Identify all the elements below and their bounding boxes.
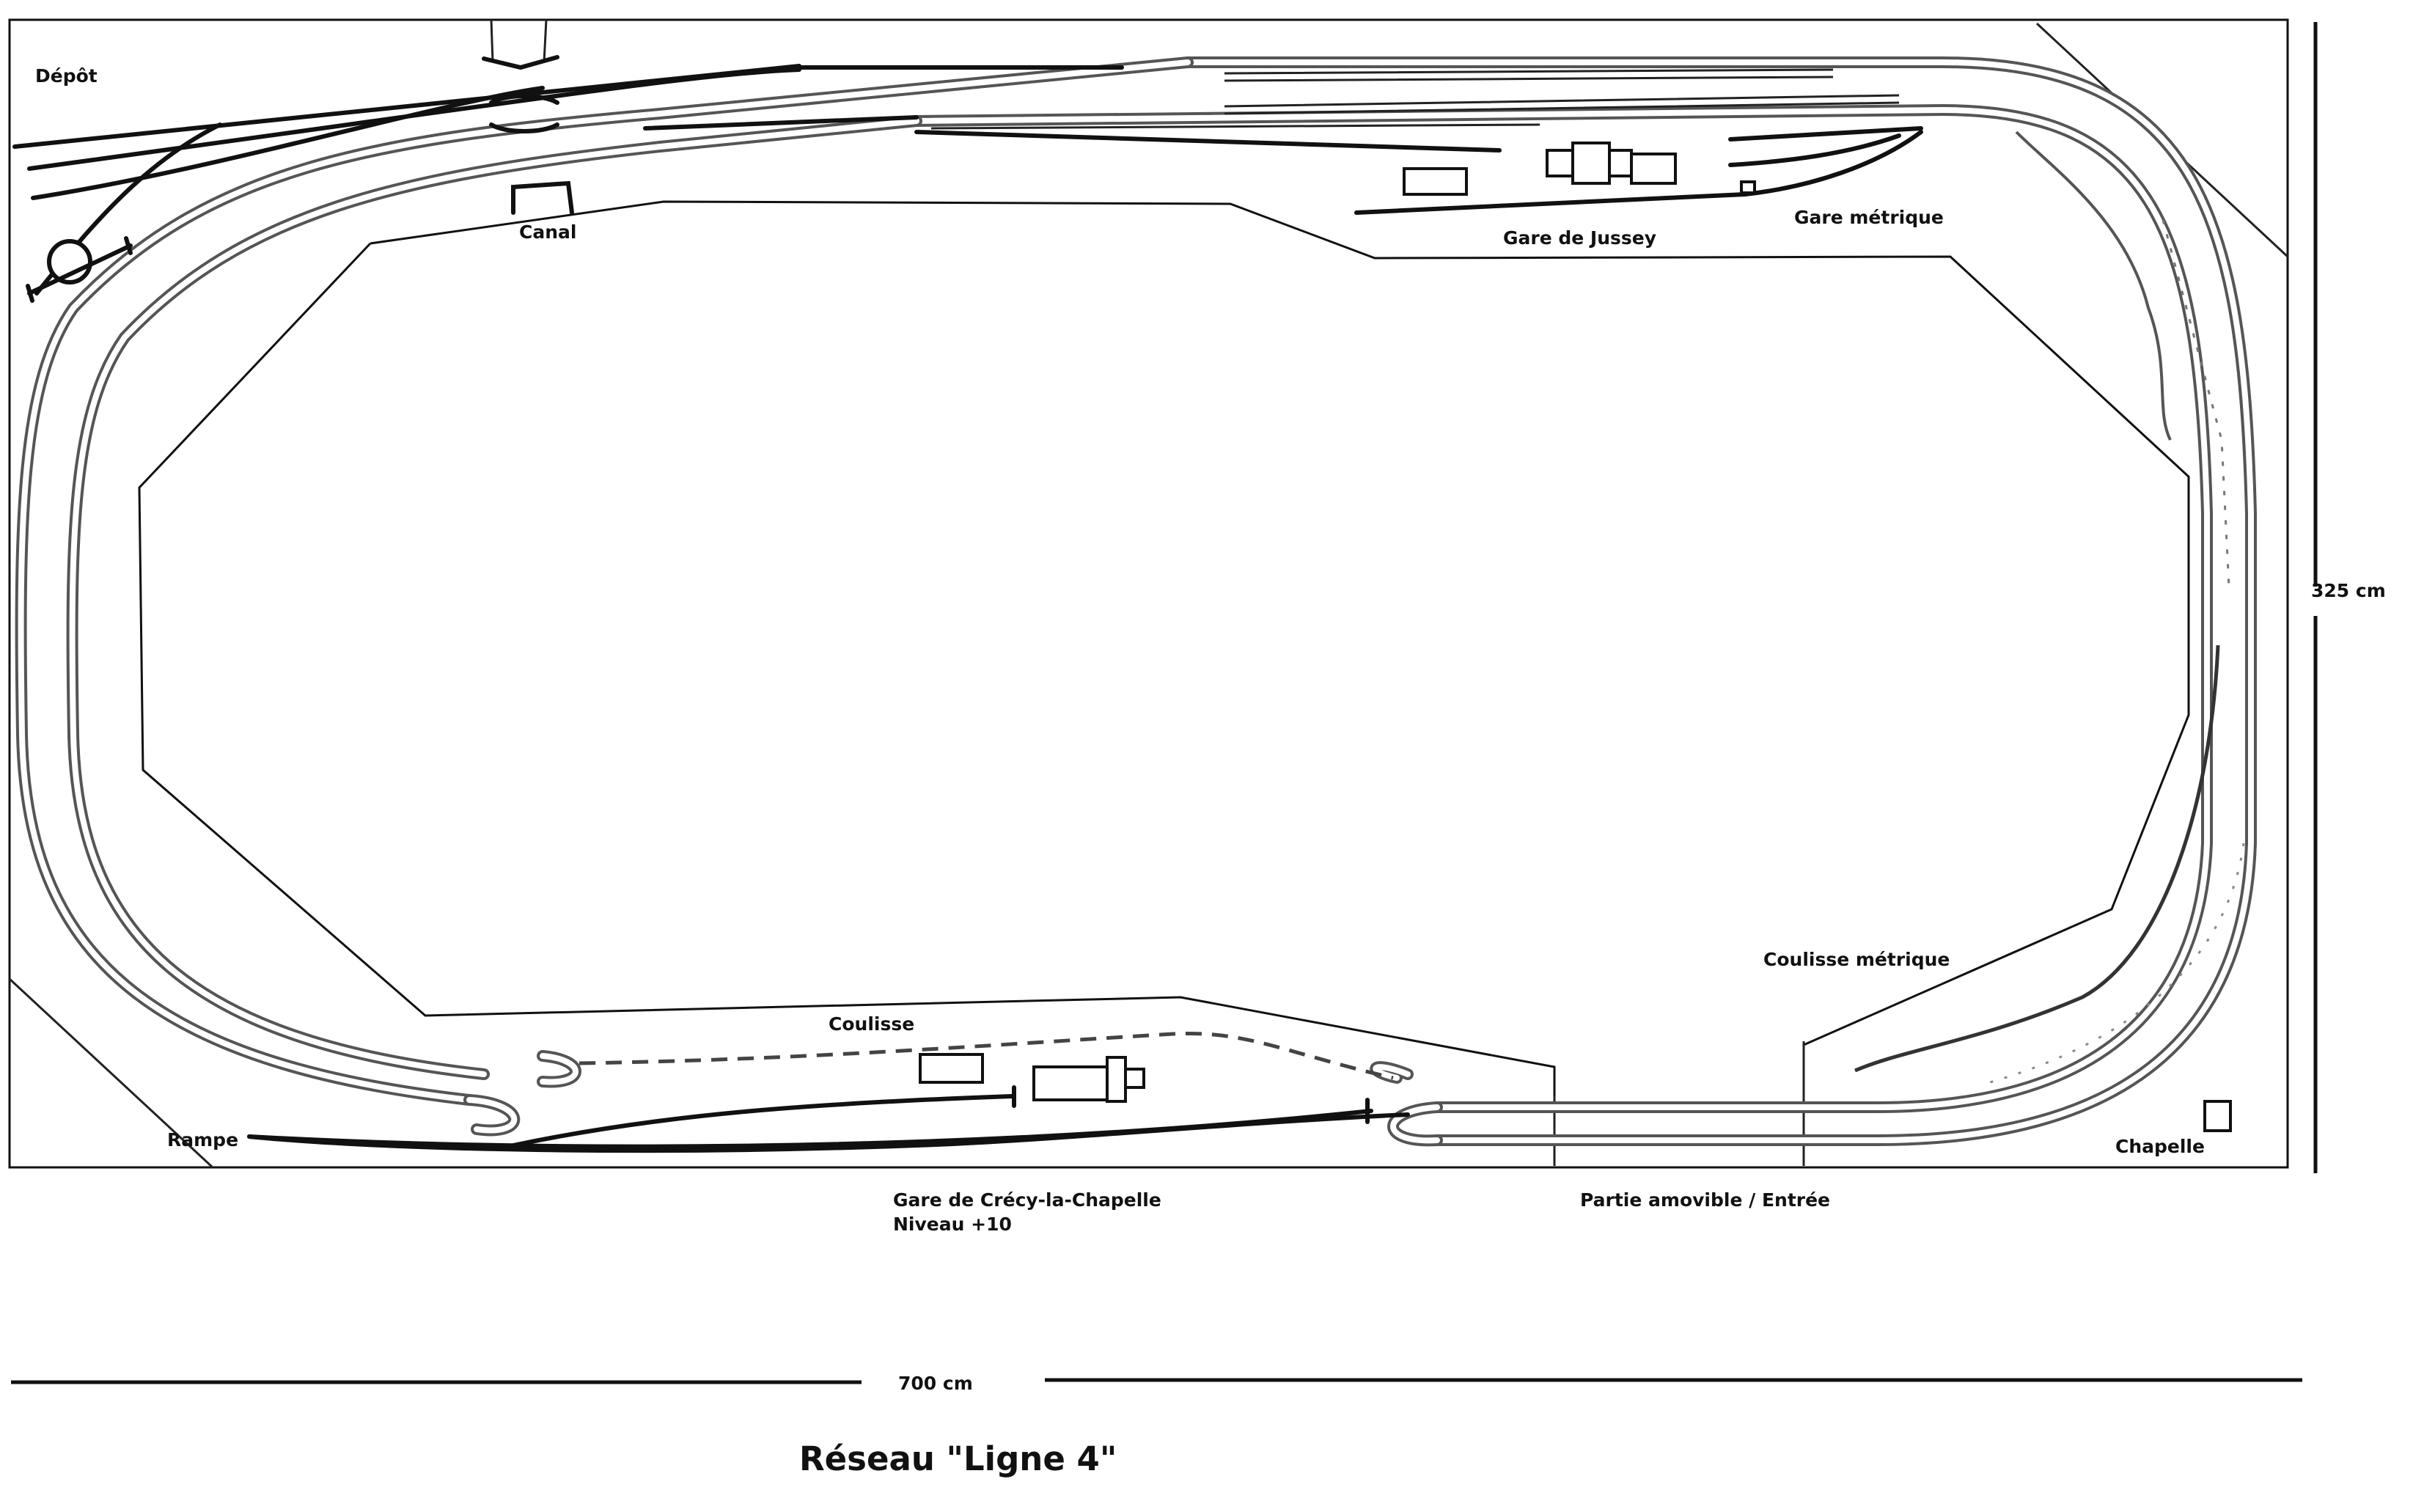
label-chapelle: Chapelle [2115,1136,2205,1157]
label-height: 325 cm [2311,580,2386,601]
label-rampe: Rampe [167,1129,238,1150]
dimension-width [11,1378,2302,1384]
label-coulisse-metrique: Coulisse métrique [1763,949,1950,970]
depot-tracks [12,64,1124,296]
crecy-buildings [919,1053,1145,1103]
corner-line-bottom-left [8,977,214,1169]
inner-benchwork-outline [138,200,2190,1166]
label-width: 700 cm [898,1373,973,1394]
label-gare-metrique: Gare métrique [1794,207,1944,228]
metric-line [1854,131,2245,1087]
main-loop-outer-track [15,56,2257,1146]
loop-ends [463,1050,1443,1147]
label-gare-crecy: Gare de Crécy-la-Chapelle [893,1189,1161,1211]
coulisse-dashed-track [579,1031,1394,1080]
canal-bridge [482,19,574,215]
turntable [26,236,133,303]
main-loop-inner-track [66,104,2213,1113]
chapelle-building [2203,1100,2232,1132]
plan-title: Réseau "Ligne 4" [799,1439,1117,1478]
label-canal: Canal [519,221,576,243]
label-depot: Dépôt [35,65,98,87]
label-niveau: Niveau +10 [893,1214,1012,1235]
baseboard-outline [8,18,2289,1169]
crecy-station-tracks [247,1085,1410,1153]
jussey-buildings [1403,142,1756,196]
label-partie-amovible: Partie amovible / Entrée [1580,1189,1830,1211]
jussey-station-tracks [914,68,1923,215]
label-gare-jussey: Gare de Jussey [1503,227,1656,249]
label-coulisse: Coulisse [829,1013,914,1035]
